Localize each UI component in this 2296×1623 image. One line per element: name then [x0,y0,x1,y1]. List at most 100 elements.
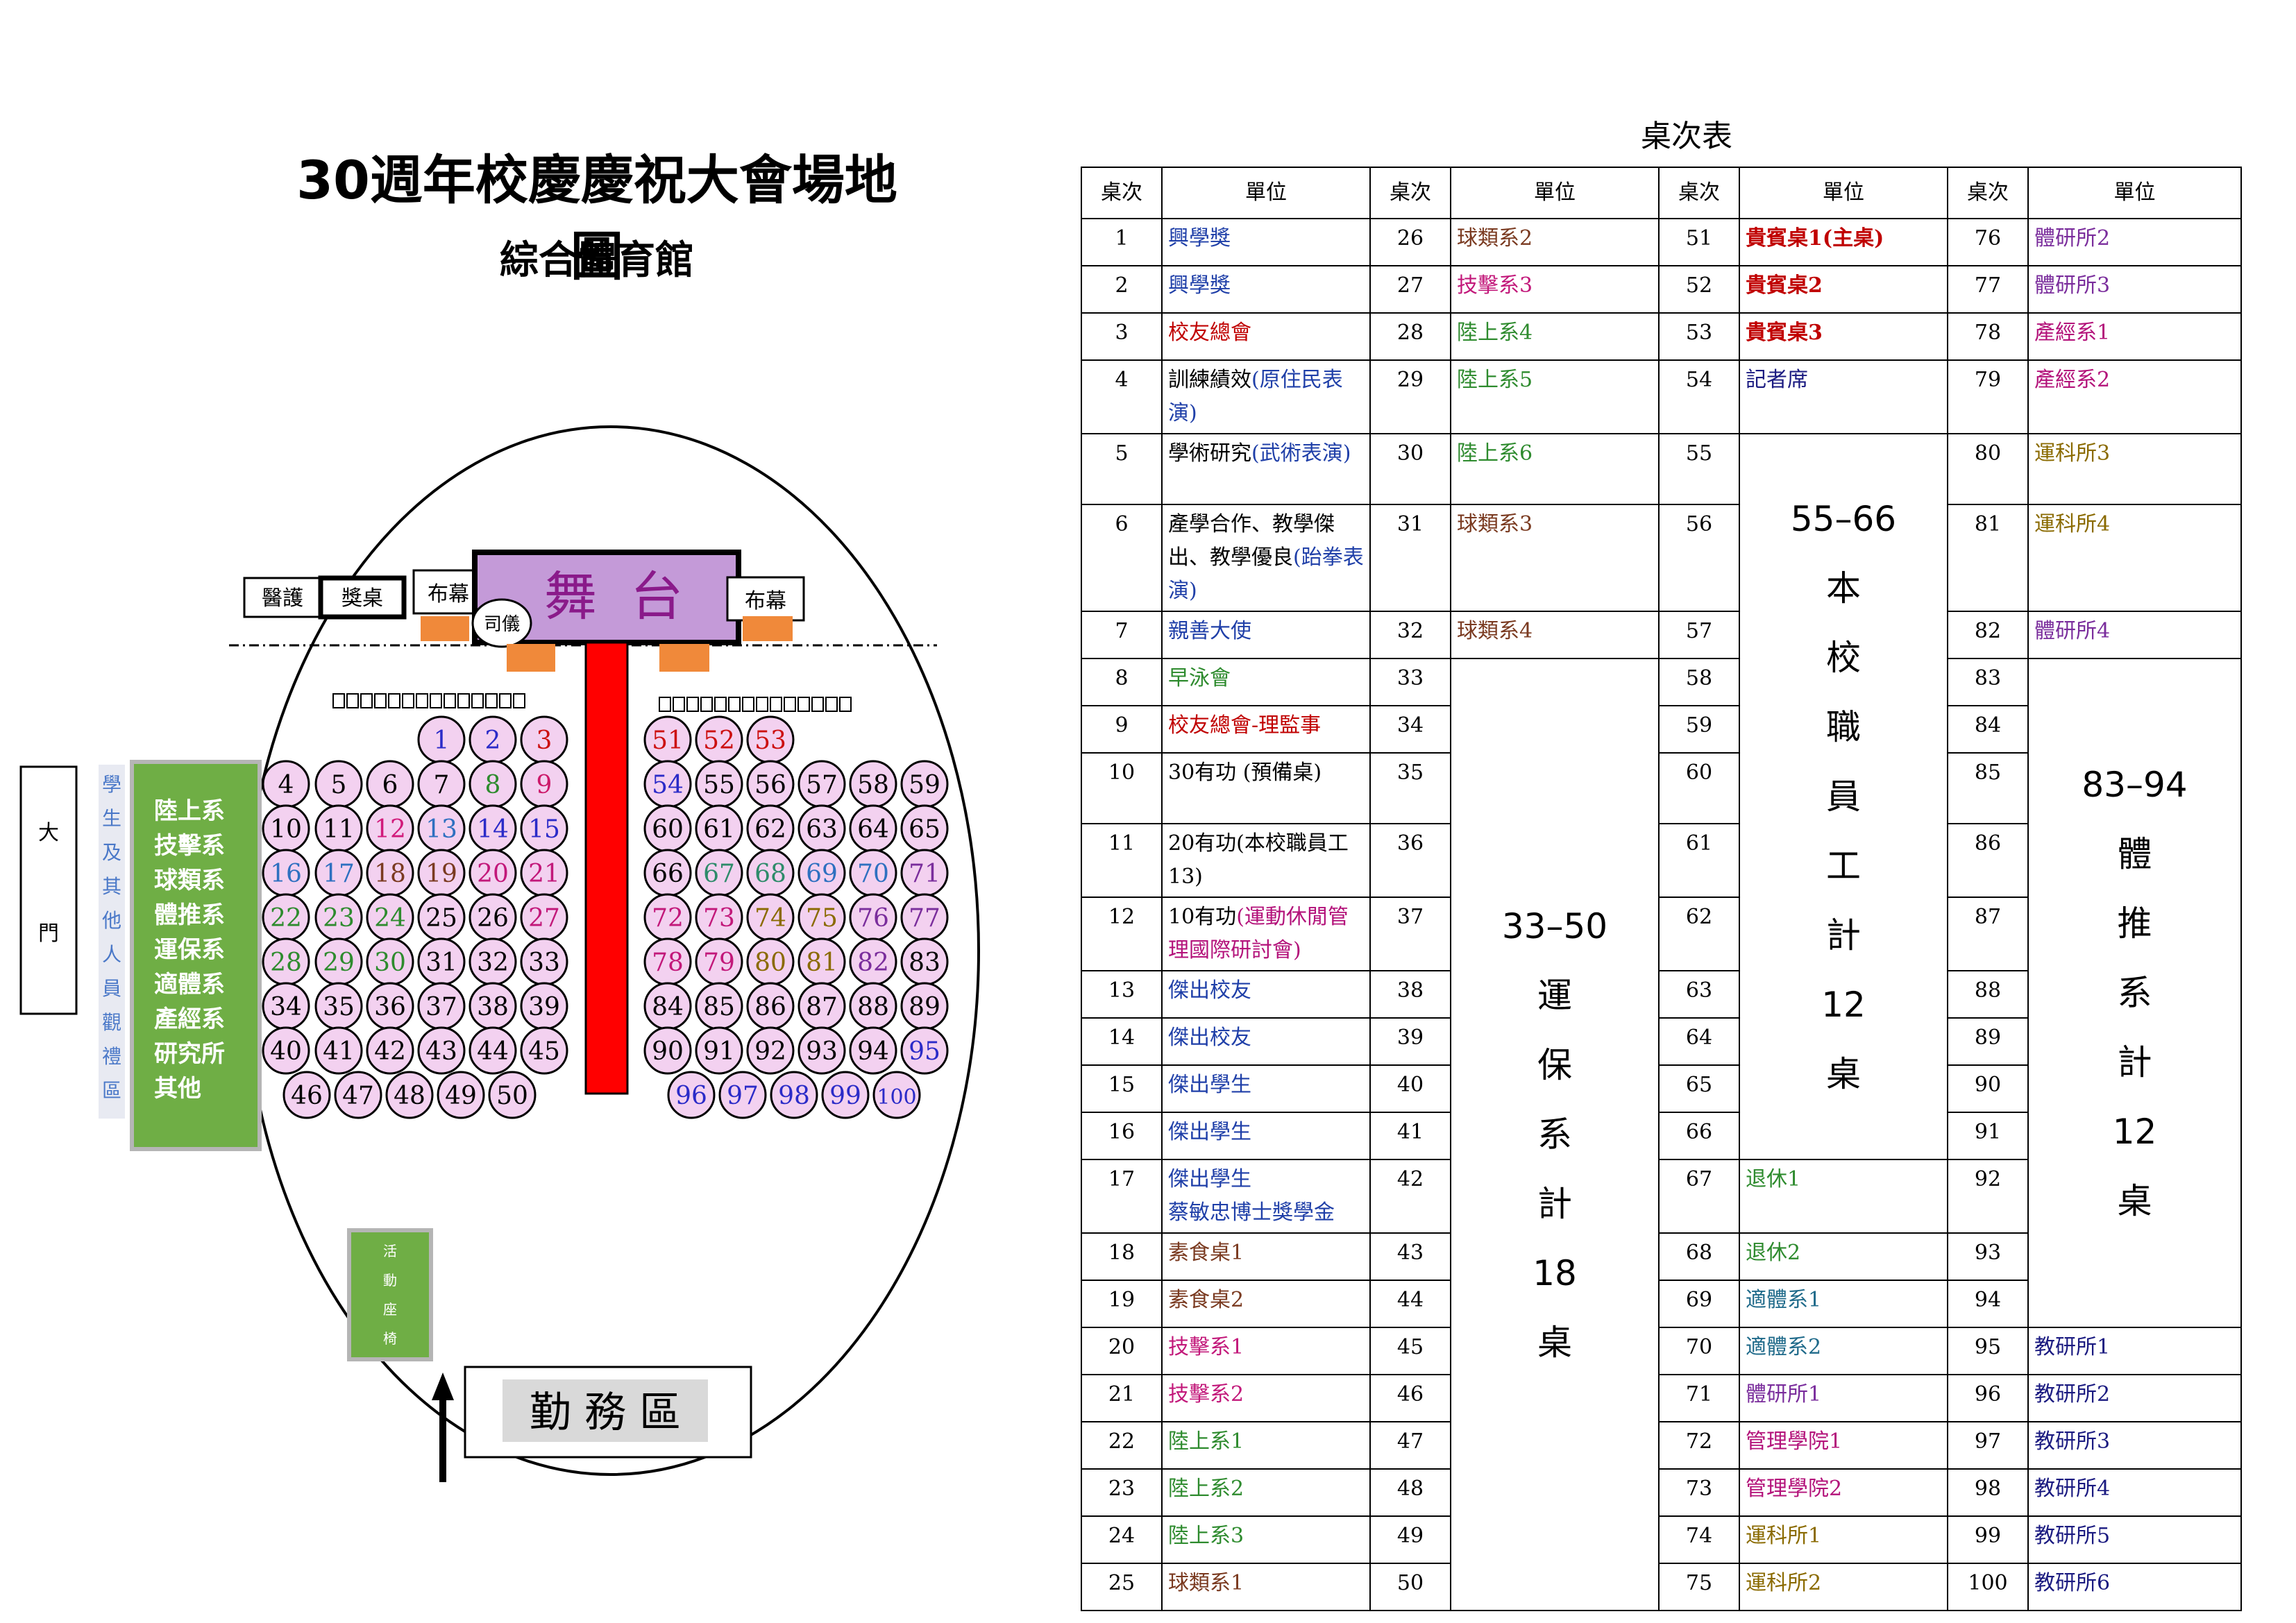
seat-circle: 8 [469,760,517,808]
seat-circle-number: 12 [374,815,406,844]
table-cell-unit: 技擊系2 [1161,1374,1371,1422]
table-cell-number: 45 [1369,1327,1451,1375]
unit-text: 素食桌2 [1168,1288,1244,1312]
table-cell-number: 22 [1081,1421,1163,1470]
seat-circle: 26 [469,893,517,942]
merged-group-line: 18 [1533,1253,1577,1293]
seat-circle-number: 90 [652,1037,684,1066]
unit-text: 陸上系2 [1168,1477,1244,1501]
table-cell-number: 77 [1947,265,2029,314]
table-cell-unit: 興學獎 [1161,218,1371,266]
unit-text: 教研所4 [2034,1477,2111,1501]
seat-circle: 79 [695,937,743,986]
seat-circle-number: 45 [528,1037,560,1066]
seat-circle-number: 75 [806,904,838,933]
unit-text: 產學合作、教學傑出、教學優良 [1168,512,1335,570]
unit-text: 教研所5 [2034,1524,2111,1548]
table-cell-unit: 球類系3 [1450,504,1660,612]
seat-circle-shape [849,1026,897,1075]
seat-circle: 58 [849,760,897,808]
main-gate-label-top: 大 [38,821,59,845]
seat-circle-number: 18 [374,860,406,888]
front-seat-square [332,693,345,708]
seat-circle-number: 97 [727,1082,759,1110]
merged-group-line: 本 [1826,568,1861,609]
seat-circle-number: 23 [323,904,355,933]
seat-circle-number: 40 [270,1037,302,1066]
table-cell-number: 43 [1369,1232,1451,1281]
table-cell-number: 16 [1081,1112,1163,1160]
unit-text: 適體系2 [1746,1335,1822,1359]
unit-text: 傑出學生 [1168,1167,1251,1191]
unit-text: 運科所4 [2034,512,2111,536]
front-seat-square [714,697,727,712]
seat-circle: 69 [797,849,846,897]
seat-circle: 6 [366,760,414,808]
unit-text: 20有功(本校職員工13) [1168,831,1349,889]
seat-circle-number: 55 [703,771,735,799]
unit-text: 運科所1 [1746,1524,1822,1548]
merged-group-line: 員 [1826,776,1861,817]
front-seat-square [360,693,373,708]
table-cell-number: 76 [1947,218,2029,266]
table-cell-unit: 體研所2 [2027,218,2242,266]
seat-circle: 30 [366,937,414,986]
seat-circle: 80 [746,937,795,986]
service-area-label: 勤 務 區 [530,1388,681,1437]
seat-circle-number: 34 [270,993,302,1021]
front-seat-square [444,693,456,708]
seat-circle: 11 [314,804,363,853]
table-cell-number: 54 [1658,359,1740,434]
seat-circle: 37 [417,982,466,1030]
seat-circle-number: 17 [323,860,355,888]
seat-circle-shape [821,1071,870,1119]
seat-circle: 12 [366,804,414,853]
merged-group-line: 55–66 [1790,499,1897,539]
unit-text: 學術研究 [1168,441,1251,466]
unit-text: 校友總會 [1168,321,1251,345]
seat-circle: 28 [262,937,310,986]
table-cell-number: 42 [1369,1159,1451,1234]
table-cell-number: 35 [1369,752,1451,824]
seat-circle-number: 32 [477,949,509,977]
unit-text: 傑出校友 [1168,1026,1251,1050]
table-cell-number: 6 [1081,504,1163,612]
header-cell: 單位 [1161,167,1371,219]
front-seat-square [770,697,782,712]
seat-circle-number: 100 [877,1085,916,1110]
table-cell-unit: 退休1 [1739,1159,1948,1234]
spectator-char: 及 [102,841,121,864]
seat-circle-number: 30 [374,949,406,977]
seat-circle-shape [746,1026,795,1075]
unit-text: 教研所3 [2034,1429,2111,1454]
seat-circle-number: 64 [857,815,889,844]
unit-text: 貴賓桌1(主桌) [1746,226,1884,250]
map-title: 30週年校慶慶祝大會場地圖 [296,149,897,287]
table-cell-number: 11 [1081,823,1163,898]
seat-circle-number: 87 [806,993,838,1021]
seat-circle: 16 [262,849,310,897]
seat-circle: 96 [667,1071,716,1119]
table-cell-unit: 10有功(運動休閒管理國際研討會) [1161,897,1371,971]
seat-circle-number: 39 [528,993,560,1021]
table-cell-number: 44 [1369,1280,1451,1328]
table-cell-number: 69 [1658,1280,1740,1328]
seat-circle-number: 26 [477,904,509,933]
front-seat-square [673,697,685,712]
seat-circle-number: 93 [806,1037,838,1066]
table-cell-number: 90 [1947,1064,2029,1113]
seat-circle: 14 [469,804,517,853]
unit-text: 教研所2 [2034,1382,2111,1407]
table-cell-number: 73 [1658,1468,1740,1517]
table-cell-number: 95 [1947,1327,2029,1375]
table-cell-unit: 貴賓桌3 [1739,312,1948,361]
seat-circle: 81 [797,937,846,986]
table-cell-number: 28 [1369,312,1451,361]
seat-circle-number: 46 [291,1082,323,1110]
table-cell-unit: 教研所1 [2027,1327,2242,1375]
seat-circle-number: 89 [909,993,940,1021]
